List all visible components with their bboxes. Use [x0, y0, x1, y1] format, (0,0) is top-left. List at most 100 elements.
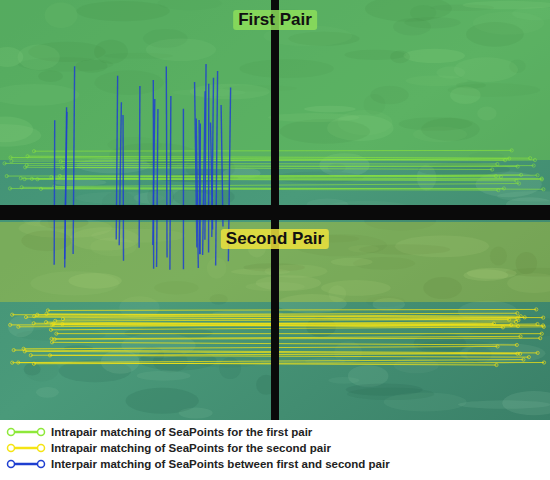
- match-line: [18, 360, 523, 363]
- match-line: [203, 91, 205, 255]
- seabed-patch: [328, 377, 359, 384]
- match-line: [153, 80, 155, 269]
- match-point: [519, 335, 522, 338]
- seabed-image: [0, 0, 550, 420]
- legend-row: Intrapair matching of SeaPoints for the …: [6, 424, 390, 440]
- legend-swatch: [6, 458, 46, 470]
- pair-title: First Pair: [233, 10, 317, 30]
- match-point: [19, 177, 22, 180]
- match-line: [51, 175, 521, 177]
- match-line: [50, 355, 529, 357]
- match-point: [24, 315, 27, 318]
- match-point: [532, 164, 535, 167]
- match-point: [61, 317, 64, 320]
- match-point: [32, 322, 35, 325]
- match-point: [536, 351, 539, 354]
- match-point: [61, 323, 64, 326]
- match-point: [59, 160, 62, 163]
- match-point: [496, 162, 499, 165]
- match-point: [54, 319, 57, 322]
- match-line: [166, 66, 168, 257]
- seabed-patch: [219, 358, 241, 380]
- match-point: [519, 173, 522, 176]
- match-line: [34, 316, 525, 317]
- match-line: [208, 84, 210, 253]
- swatch-point: [38, 429, 45, 436]
- match-line: [153, 99, 155, 245]
- swatch-point: [8, 461, 15, 468]
- match-point: [507, 318, 510, 321]
- match-point: [20, 186, 23, 189]
- match-line: [183, 109, 184, 270]
- legend-swatch: [6, 426, 46, 438]
- match-line: [53, 120, 55, 264]
- match-point: [8, 187, 11, 190]
- legend: Intrapair matching of SeaPoints for the …: [6, 424, 390, 472]
- match-point: [540, 177, 543, 180]
- match-point: [540, 178, 543, 181]
- seabed-patch: [414, 333, 467, 354]
- match-line: [119, 102, 121, 245]
- legend-row: Interpair matching of SeaPoints between …: [6, 456, 390, 472]
- match-line: [5, 163, 498, 165]
- match-point: [542, 316, 545, 319]
- match-point: [536, 174, 539, 177]
- match-point: [25, 164, 28, 167]
- match-point: [533, 158, 536, 161]
- match-line: [34, 363, 544, 364]
- match-point: [523, 316, 526, 319]
- match-point: [32, 150, 35, 153]
- match-line: [195, 82, 197, 248]
- swatch-point: [38, 445, 45, 452]
- swatch-line: [14, 447, 38, 450]
- match-point: [496, 345, 499, 348]
- match-point: [501, 326, 504, 329]
- swatch-point: [8, 429, 15, 436]
- match-point: [39, 187, 42, 190]
- match-point: [55, 332, 58, 335]
- match-point: [535, 308, 538, 311]
- interpair-matches: [54, 64, 230, 270]
- match-line: [41, 189, 498, 190]
- match-point: [515, 179, 518, 182]
- match-point: [510, 323, 513, 326]
- match-point: [23, 350, 26, 353]
- match-point: [30, 177, 33, 180]
- separator-band: [271, 0, 279, 420]
- match-point: [540, 332, 543, 335]
- seabed-patch: [328, 164, 346, 172]
- pair-title: Second Pair: [221, 229, 329, 249]
- match-point: [508, 157, 511, 160]
- match-line: [169, 96, 171, 270]
- match-point: [539, 337, 542, 340]
- match-point: [17, 361, 20, 364]
- match-point: [516, 165, 519, 168]
- match-point: [516, 324, 519, 327]
- swatch-point: [8, 445, 15, 452]
- match-line: [73, 66, 74, 254]
- seabed-ground: [0, 0, 550, 420]
- match-point: [529, 157, 532, 160]
- match-line: [52, 342, 517, 345]
- legend-swatch: [6, 442, 46, 454]
- match-point: [497, 189, 500, 192]
- swatch-point: [38, 461, 45, 468]
- legend-text: Intrapair matching of SeaPoints for the …: [51, 442, 331, 454]
- match-point: [46, 309, 49, 312]
- match-line: [56, 333, 541, 334]
- swatch-line: [14, 431, 38, 434]
- seabed-patch: [347, 388, 434, 400]
- match-line: [138, 86, 140, 248]
- match-point: [516, 312, 519, 315]
- match-point: [32, 362, 35, 365]
- seabed-patch: [502, 391, 550, 415]
- match-point: [514, 320, 517, 323]
- seabed-patch: [125, 388, 198, 414]
- match-point: [9, 323, 12, 326]
- match-line: [157, 109, 158, 267]
- match-point: [10, 159, 13, 162]
- legend-row: Intrapair matching of SeaPoints for the …: [6, 440, 390, 456]
- seabed-patch: [36, 387, 59, 398]
- match-point: [60, 166, 63, 169]
- match-line: [61, 159, 509, 162]
